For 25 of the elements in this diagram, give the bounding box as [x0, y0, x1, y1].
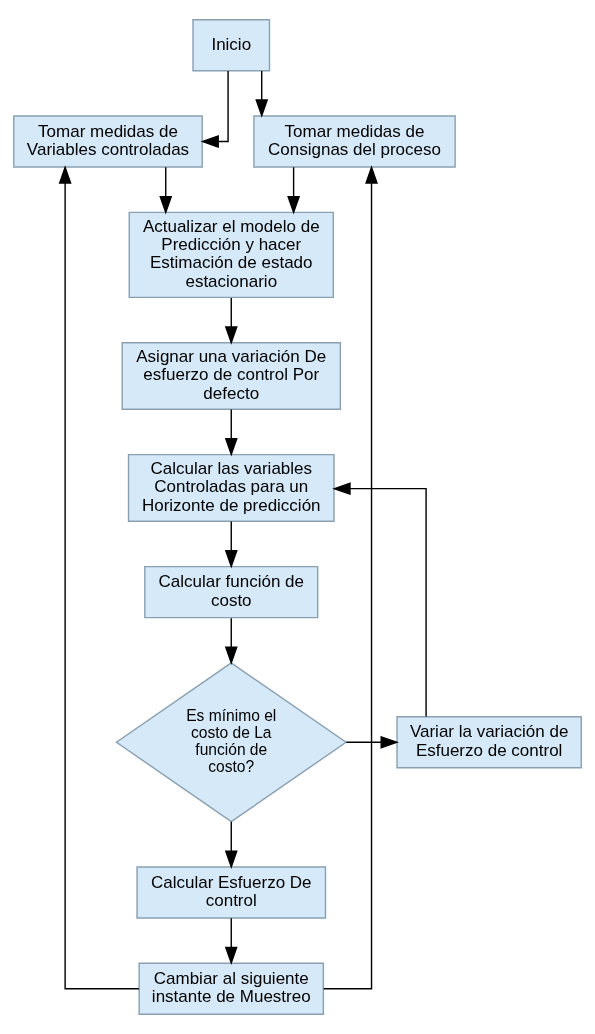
arrow [287, 166, 301, 215]
arrow [345, 735, 399, 749]
node-diamond: Es mínimo el costo de La función de costo? [115, 662, 348, 823]
node-box: Calcular función de costo [144, 565, 319, 619]
node-box: Actualizar el modelo de Predicción y hacer Estimación de estado estacionario [128, 211, 334, 299]
arrow [224, 617, 238, 665]
node-box: Calcular las variables Controladas para un Horizonte de predicción [127, 453, 335, 522]
arrow [322, 165, 378, 990]
arrow [255, 70, 269, 118]
node-box: Tomar medidas de Consignas del proceso [253, 115, 456, 168]
arrow [200, 70, 229, 148]
node-box: Inicio [192, 18, 271, 72]
node-box: Cambiar al siguiente instante de Muestreo [138, 962, 325, 1016]
arrow [224, 408, 238, 457]
node-box: Variar la variación de Esfuerzo de control [396, 716, 582, 769]
arrow [224, 297, 238, 345]
arrow [224, 917, 238, 966]
node-box: Asignar una variación De esfuerzo de control Por defecto [121, 342, 342, 411]
arrow [159, 166, 173, 215]
node-box: Tomar medidas de Variables controladas [13, 115, 203, 168]
arrow [224, 821, 238, 869]
arrow [224, 520, 238, 569]
arrow [332, 482, 427, 718]
node-box: Calcular Esfuerzo De control [136, 866, 327, 919]
arrow [58, 165, 140, 990]
